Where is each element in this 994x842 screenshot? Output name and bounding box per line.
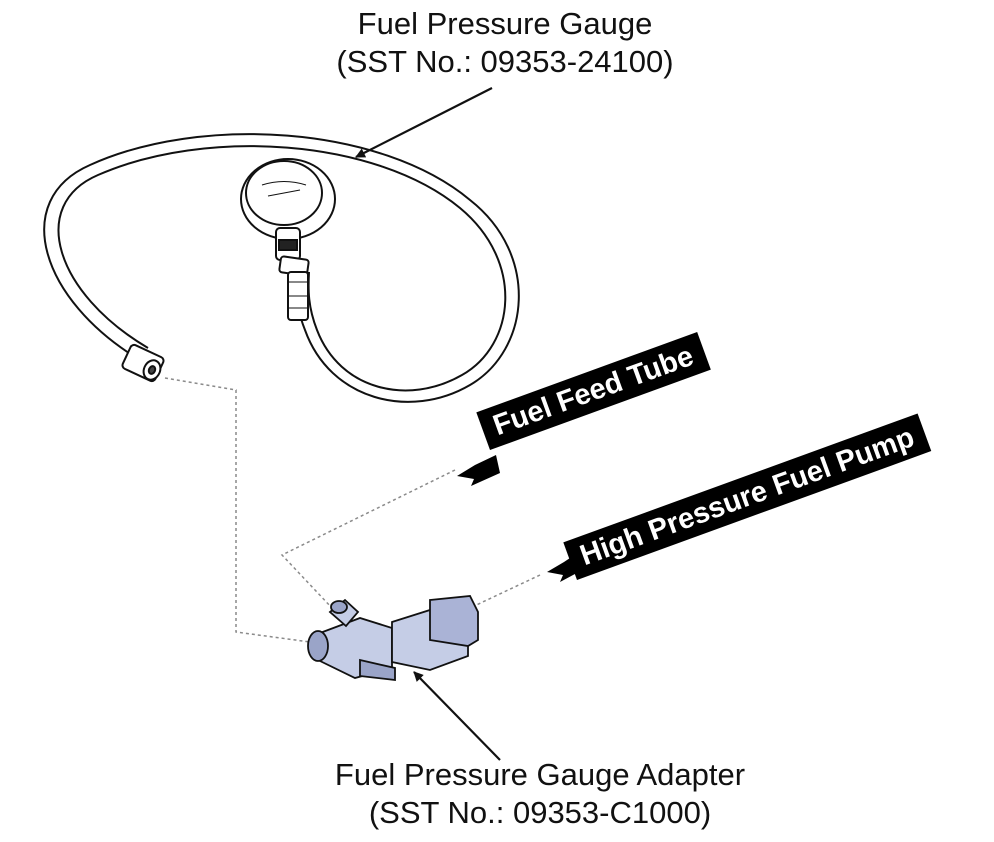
arrow-left-icon	[457, 455, 500, 486]
adapter-name-label: Fuel Pressure Gauge Adapter	[334, 757, 746, 792]
fuel-pressure-gauge-icon	[240, 158, 336, 321]
dashed-leaders	[164, 377, 541, 643]
gauge-name-label: Fuel Pressure Gauge	[357, 6, 653, 41]
hose-nut-icon	[121, 343, 165, 383]
adapter-callout-arrow	[413, 671, 501, 761]
gauge-adapter-icon	[307, 595, 479, 682]
adapter-sst-label: (SST No.: 09353-C1000)	[368, 795, 712, 830]
gauge-callout-arrow	[355, 87, 493, 158]
gauge-callout: Fuel Pressure Gauge (SST No.: 09353-2410…	[280, 5, 730, 81]
hose-icon	[43, 133, 520, 403]
adapter-callout: Fuel Pressure Gauge Adapter (SST No.: 09…	[270, 756, 810, 832]
gauge-sst-label: (SST No.: 09353-24100)	[336, 44, 674, 79]
